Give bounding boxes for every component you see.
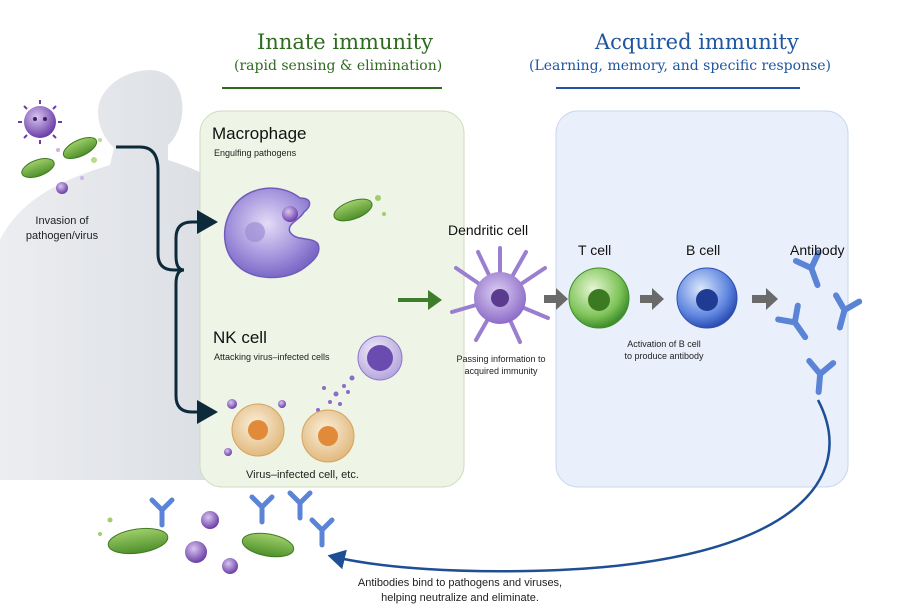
infected-cell-icon [224,399,355,463]
return-arrow [327,399,831,573]
dendritic-desc-line2: acquired immunity [464,366,538,376]
innate-subtitle: (rapid sensing & elimination) [234,58,443,74]
bacterium-icon [21,157,55,179]
virus-icon [56,182,68,194]
dendritic-desc: Passing information to acquired immunity [446,353,556,377]
macrophage-cell-icon [223,187,386,279]
bottom-line2: helping neutralize and eliminate. [381,592,539,604]
neutralization-scene [98,490,335,574]
human-silhouette [0,70,248,480]
b-cell-icon [676,267,738,329]
acquired-title: Acquired immunity [595,30,799,54]
bottom-caption: Antibodies bind to pathogens and viruses… [340,576,580,606]
antibody-label: Antibody [790,242,845,258]
macrophage-title: Macrophage [212,124,307,143]
bcell-label: B cell [686,242,721,258]
nk-desc: Attacking virus–infected cells [214,352,330,362]
macrophage-desc: Engulfing pathogens [214,148,297,158]
antibody-icons [775,249,863,395]
bottom-line1: Antibodies bind to pathogens and viruses… [357,577,563,589]
t-cell-icon [568,267,630,329]
dendritic-title: Dendritic cell [448,222,529,238]
infected-label: Virus–infected cell, etc. [246,469,359,481]
invasion-line1: Invasion of [35,215,89,227]
nk-title: NK cell [213,328,267,347]
tcell-label: T cell [578,242,612,258]
activation-line1: Activation of B cell [627,339,701,349]
activation-desc: Activation of B cell to produce antibody [604,338,724,362]
dendritic-cell-icon [450,246,550,344]
dendritic-desc-line1: Passing information to [456,354,546,364]
acquired-subtitle: (Learning, memory, and specific response… [529,58,832,74]
virus-icon [18,100,62,144]
activation-line2: to produce antibody [624,351,704,361]
activation-arrows [544,288,778,310]
invasion-line2: pathogen/virus [25,230,99,242]
invasion-label: Invasion of pathogen/virus [22,214,102,244]
nk-cell-icon [316,335,403,412]
pathogen-cluster [18,100,102,194]
invasion-arrows [116,145,218,424]
to-dendritic-arrow [398,290,442,310]
bacterium-icon [62,136,98,160]
innate-title: Innate immunity [257,30,434,54]
